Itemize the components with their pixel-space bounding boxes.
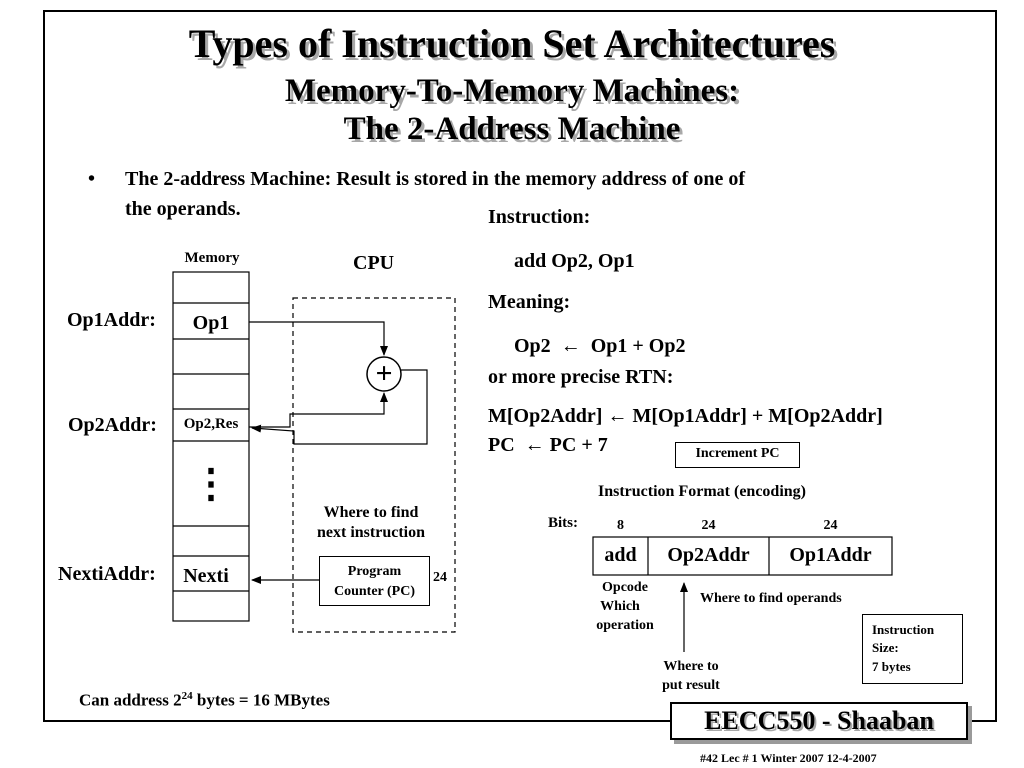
address-note-prefix: Can address 2 bbox=[79, 690, 182, 710]
rtn1-rhs: M[Op1Addr] + M[Op2Addr] bbox=[632, 405, 883, 427]
bullet-line2: the operands. bbox=[125, 198, 241, 220]
slide-title: Types of Instruction Set Architectures bbox=[188, 21, 836, 66]
slide-frame bbox=[43, 10, 997, 722]
meaning-heading: Meaning: bbox=[488, 291, 571, 313]
rtn2-arrow: ← bbox=[524, 434, 545, 456]
nexti-cell: Nexti bbox=[183, 565, 229, 587]
memory-label: Memory bbox=[184, 250, 240, 266]
increment-pc-box bbox=[675, 442, 800, 468]
instruction-size-box bbox=[862, 614, 963, 684]
course-badge-text: EECC550 - Shaaban bbox=[704, 706, 934, 735]
pc-bits: 24 bbox=[433, 570, 447, 585]
op1-cell: Op1 bbox=[192, 312, 230, 334]
op1addr-label: Op1Addr: bbox=[67, 309, 156, 331]
bullet-marker: • bbox=[88, 168, 96, 190]
instruction-heading: Instruction: bbox=[488, 206, 591, 228]
bits-label: Bits: bbox=[548, 515, 578, 531]
footer-info: #42 Lec # 1 Winter 2007 12-4-2007 bbox=[700, 751, 877, 765]
nextiaddr-label: NextiAddr: bbox=[58, 563, 156, 585]
program-counter-box bbox=[319, 556, 430, 606]
rtn1-arrow: ← bbox=[607, 405, 628, 427]
adder-circle bbox=[366, 356, 402, 392]
size-line1: Instruction bbox=[872, 622, 935, 637]
result-to-op2-wire bbox=[251, 369, 428, 445]
bits-op2addr: 24 bbox=[701, 518, 716, 533]
cpu-box bbox=[292, 297, 456, 633]
op2-to-adder-wire bbox=[249, 392, 388, 428]
bits-op1addr: 24 bbox=[823, 518, 838, 533]
meaning-line: Op2 ← Op1 + Op2 bbox=[514, 335, 685, 358]
opcode-note-line3: operation bbox=[596, 618, 654, 633]
where-next-line2: next instruction bbox=[317, 524, 425, 541]
address-note-exponent: 24 bbox=[181, 690, 193, 702]
rtn-line1: M[Op2Addr] ← M[Op1Addr] + M[Op2Addr] bbox=[488, 405, 883, 428]
meaning-rhs: Op1 + Op2 bbox=[590, 335, 686, 357]
cpu-label: CPU bbox=[353, 252, 395, 274]
course-badge: EECC550 - Shaaban bbox=[670, 702, 968, 740]
meaning-lhs: Op2 bbox=[514, 335, 551, 357]
instruction-format-box bbox=[592, 536, 893, 576]
format-heading: Instruction Format (encoding) bbox=[598, 483, 806, 500]
field-op2addr: Op2Addr bbox=[667, 544, 750, 566]
meaning-arrow: ← bbox=[560, 335, 581, 357]
bits-opcode: 8 bbox=[617, 518, 624, 533]
slide-subtitle-line2: The 2-Address Machine bbox=[343, 111, 681, 147]
field-op1addr: Op1Addr bbox=[789, 544, 872, 566]
address-note-suffix: bytes = 16 MBytes bbox=[192, 690, 330, 710]
increment-pc-label: Increment PC bbox=[695, 446, 780, 461]
rtn2-rhs: PC + 7 bbox=[549, 434, 608, 456]
result-note-line2: put result bbox=[662, 678, 720, 693]
adder-symbol: + bbox=[375, 357, 393, 390]
rtn2-lhs: PC bbox=[488, 434, 515, 456]
memory-column bbox=[172, 271, 250, 622]
bullet-line1: The 2-address Machine: Result is stored … bbox=[125, 168, 745, 190]
op1-to-adder-wire bbox=[249, 321, 388, 356]
opcode-note-line1: Opcode bbox=[602, 580, 648, 595]
size-line3: 7 bytes bbox=[872, 659, 911, 674]
field-opcode: add bbox=[604, 544, 637, 566]
pc-label-line1: Program bbox=[347, 564, 402, 579]
operands-note: Where to find operands bbox=[700, 591, 842, 606]
result-note-line1: Where to bbox=[663, 659, 719, 674]
rtn-line2: PC ← PC + 7 bbox=[488, 434, 608, 457]
rtn-heading: or more precise RTN: bbox=[488, 366, 674, 388]
slide-subtitle-line1: Memory-To-Memory Machines: bbox=[284, 73, 740, 109]
opcode-note-line2: Which bbox=[600, 599, 640, 614]
instruction-example: add Op2, Op1 bbox=[514, 250, 635, 272]
where-next-line1: Where to find bbox=[323, 504, 419, 521]
op2res-cell: Op2,Res bbox=[183, 416, 239, 432]
size-line2: Size: bbox=[872, 640, 899, 655]
op2addr-label: Op2Addr: bbox=[68, 414, 157, 436]
pc-label-line2: Counter (PC) bbox=[333, 584, 415, 599]
rtn1-lhs: M[Op2Addr] bbox=[488, 405, 603, 427]
address-note: Can address 224 bytes = 16 MBytes bbox=[79, 690, 330, 711]
memory-ellipsis: ⋮ bbox=[191, 461, 231, 506]
